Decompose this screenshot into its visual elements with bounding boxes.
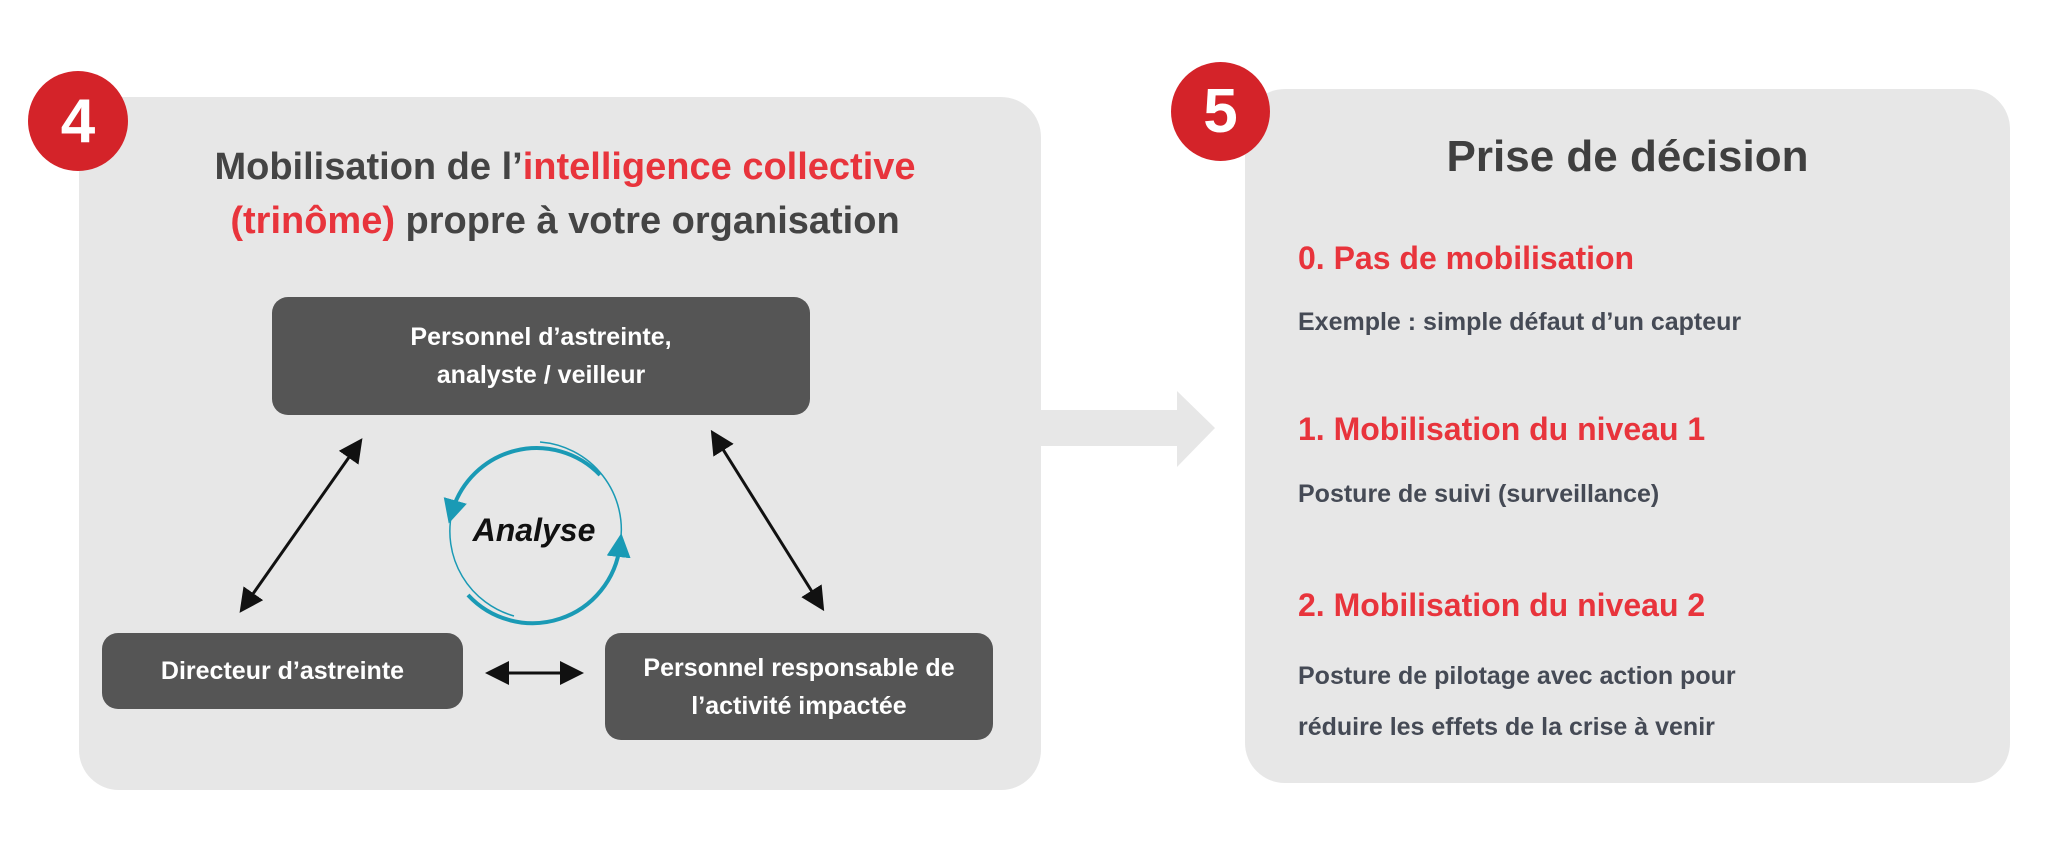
box-text: Personnel d’astreinte, [410,323,672,351]
level-2-text: Posture de pilotage avec action pour [1298,662,1736,690]
box-activity-manager: Personnel responsable de l’activité impa… [605,633,993,740]
level-0-heading: 0. Pas de mobilisation [1298,240,1635,276]
box-text: Personnel responsable de [643,653,955,682]
box-text: analyste / veilleur [436,361,646,389]
level-2-text: réduire les effets de la crise à venir [1298,713,1715,741]
step5-title: Prise de décision [1446,132,1809,181]
step5-badge: 5 [1171,62,1270,161]
box-text: l’activité impactée [691,691,907,720]
level-1-text: Posture de suivi (surveillance) [1298,480,1660,508]
flow-arrow-icon [1041,391,1215,467]
box-on-call-analyst: Personnel d’astreinte, analyste / veille… [272,297,810,415]
cycle-icon [443,441,631,626]
double-arrow-left [239,438,363,613]
title-highlight: intelligence collective [522,146,916,188]
title-text: propre à votre organisation [395,200,900,242]
step4-badge: 4 [28,71,128,171]
cycle-label: Analyse [472,512,596,548]
title-highlight: (trinôme) [230,200,395,242]
double-arrow-right [710,429,825,612]
box-on-call-director: Directeur d’astreinte [102,633,463,709]
level-1-heading: 1. Mobilisation du niveau 1 [1298,411,1706,447]
level-0-text: Exemple : simple défaut d’un capteur [1298,308,1742,336]
title-text: Mobilisation de l’ [214,146,523,188]
level-2-heading: 2. Mobilisation du niveau 2 [1298,587,1706,623]
step4-title: Mobilisation de l’intelligence collectiv… [100,140,1030,248]
step5-panel [1245,89,2010,783]
box-text: Directeur d’astreinte [160,657,405,685]
